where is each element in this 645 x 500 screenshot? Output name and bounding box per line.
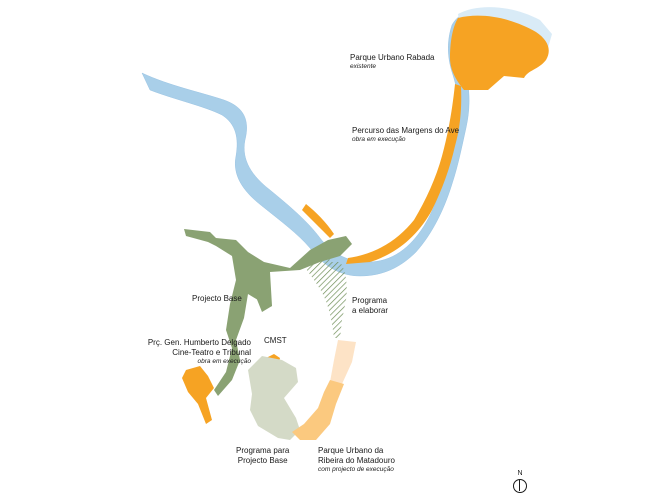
label-projecto-base: Projecto Base [192, 294, 242, 304]
label-humberto: Prç. Gen. Humberto Delgado Cine-Teatro e… [148, 338, 251, 366]
label-programa-elaborar-line2: a elaborar [352, 306, 389, 315]
matadouro-pale [330, 340, 356, 384]
north-label: N [517, 470, 523, 477]
programa-elaborar-area [300, 253, 347, 338]
label-margens: Percurso das Margens do Ave obra em exec… [352, 126, 459, 144]
label-humberto-line1: Prç. Gen. Humberto Delgado [147, 338, 251, 347]
label-programa-elaborar-line1: Programa [352, 296, 388, 305]
label-projecto-base-title: Projecto Base [192, 294, 242, 303]
label-margens-status: obra em execução [352, 136, 406, 143]
label-matadouro-status: com projecto de execução [318, 466, 394, 473]
label-rabada: Parque Urbano Rabada existente [350, 53, 435, 71]
label-rabada-title: Parque Urbano Rabada [350, 53, 435, 62]
label-humberto-status: obra em execução [197, 358, 251, 365]
margens-strip [346, 84, 462, 264]
humberto-delgado-area [182, 366, 214, 424]
label-cmst: CMST [264, 336, 287, 346]
margens-strip-west [302, 204, 334, 238]
north-arrow-icon: N [510, 470, 530, 496]
label-programa-projecto-line2: Projecto Base [237, 456, 288, 465]
compass-needle [519, 480, 520, 491]
label-margens-title: Percurso das Margens do Ave [352, 126, 460, 135]
label-rabada-status: existente [350, 63, 377, 70]
label-matadouro-line2: Ribeira do Matadouro [318, 456, 395, 465]
projecto-base-spur [246, 268, 272, 312]
label-matadouro: Parque Urbano da Ribeira do Matadouro co… [318, 446, 395, 474]
label-programa-elaborar: Programa a elaborar [352, 296, 388, 316]
label-humberto-line2: Cine-Teatro e Tribunal [172, 348, 251, 357]
projecto-base-area [184, 229, 352, 396]
label-matadouro-line1: Parque Urbano da [318, 446, 384, 455]
label-cmst-title: CMST [264, 336, 287, 345]
label-programa-projecto: Programa para Projecto Base [236, 446, 289, 466]
programa-projecto-base-area [248, 356, 300, 440]
compass-ring [513, 479, 527, 493]
label-programa-projecto-line1: Programa para [236, 446, 290, 455]
matadouro-park [292, 380, 344, 440]
rabada-park [450, 15, 549, 90]
